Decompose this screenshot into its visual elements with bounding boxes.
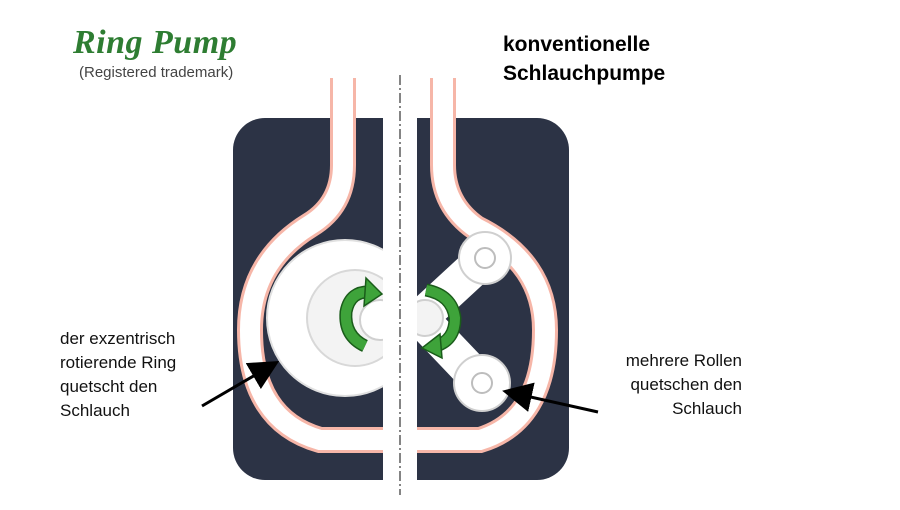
pointer-arrow-right [502,382,599,414]
caption-left-line-2: rotierende Ring [60,353,177,372]
heading-conventional-pump: konventionelle Schlauchpumpe [503,30,665,88]
ring-pump-half [236,78,383,453]
brand-subtitle: (Registered trademark) [79,64,234,81]
caption-right-line-1: mehrere Rollen [625,351,742,370]
caption-ring-pump: der exzentrisch rotierende Ring quetscht… [60,327,176,423]
caption-left-line-1: der exzentrisch [60,329,176,348]
rotation-arrow-right-icon [420,283,462,360]
caption-right-line-3: Schlauch [672,399,742,418]
pointer-arrow-left [201,360,280,408]
heading-line-1: konventionelle [503,33,651,56]
heading-line-2: Schlauchpumpe [503,62,666,85]
caption-conventional-pump: mehrere Rollen quetschen den Schlauch [566,349,742,421]
conventional-pump-half [417,78,559,453]
caption-left-line-3: quetscht den [60,377,158,396]
rotor-hub [417,299,444,337]
brand-title: Ring Pump [73,24,238,61]
rotation-arrow-left-icon [339,276,384,352]
caption-left-line-4: Schlauch [60,401,130,420]
caption-right-line-2: quetschen den [630,375,742,394]
